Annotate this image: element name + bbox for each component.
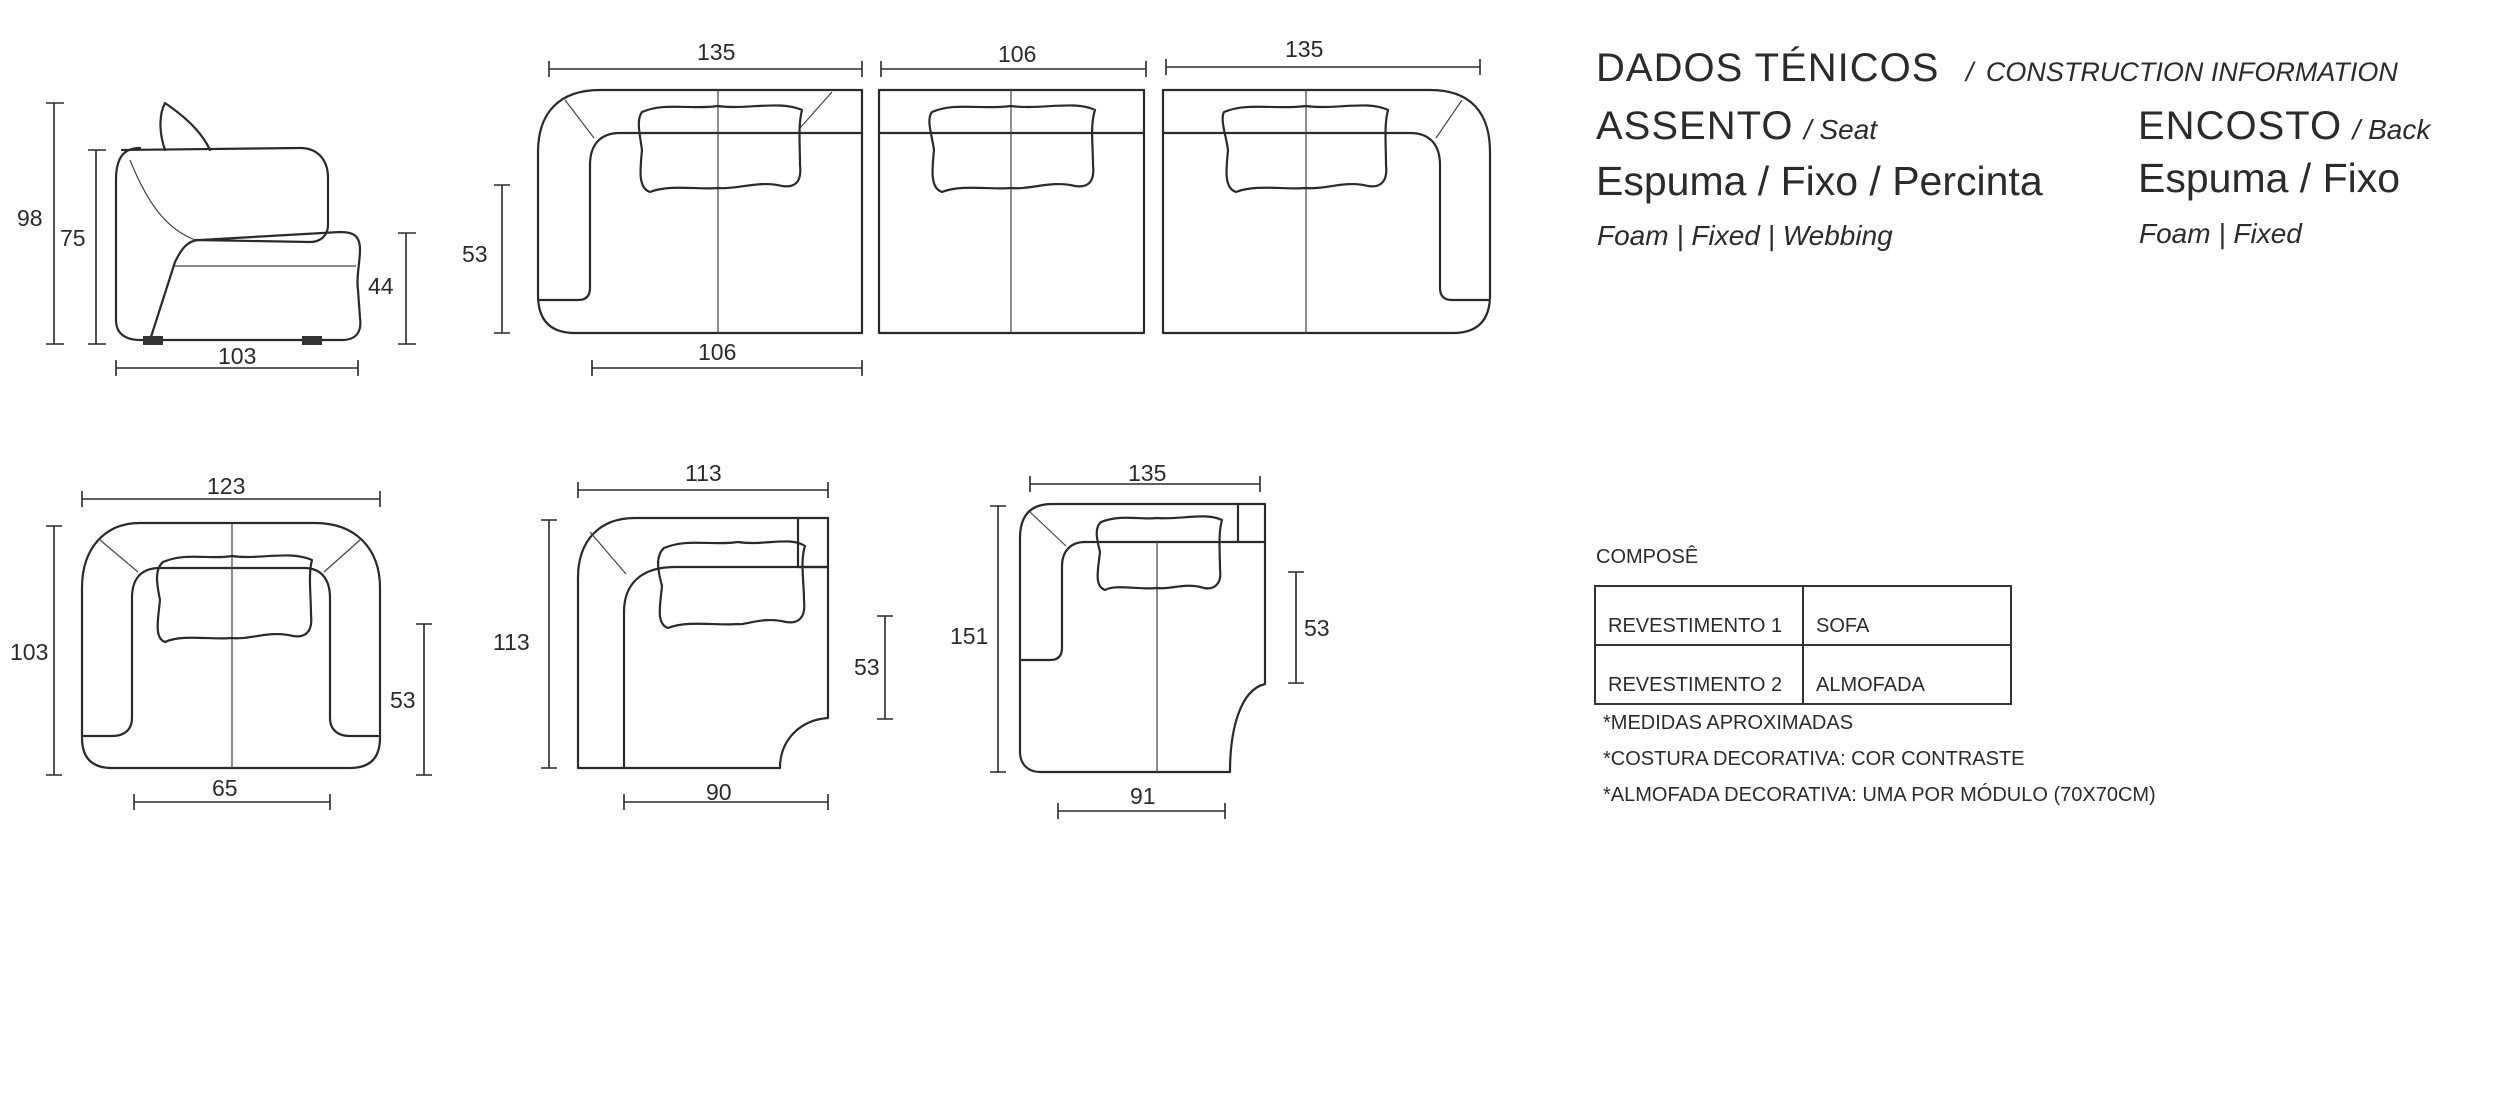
dim-corner-depth: 113 <box>493 629 530 655</box>
note-measurements: *MEDIDAS APROXIMADAS <box>1603 712 1854 734</box>
back-label: ENCOSTO <box>2138 104 2343 148</box>
tech-title: DADOS TÉNICOS <box>1596 46 1940 90</box>
chaise-pillow <box>1095 515 1224 592</box>
composition-title: COMPOSÊ <box>1596 546 1699 568</box>
dim-corner-seat-width: 90 <box>706 779 732 805</box>
sofa-pillow-left <box>637 104 804 194</box>
tech-header: DADOS TÉNICOS / CONSTRUCTION INFORMATION <box>1596 46 2398 91</box>
back-materials: Espuma / Fixo <box>2138 155 2401 201</box>
dim-side-back-height: 75 <box>60 225 86 251</box>
tech-subtitle: CONSTRUCTION INFORMATION <box>1985 57 2398 87</box>
composition-name-2: REVESTIMENTO 2 <box>1594 644 1804 705</box>
dim-armchair-seat-depth: 53 <box>390 687 416 713</box>
seat-label-en: / Seat <box>1803 114 1878 145</box>
dim-sofa-seat-depth: 53 <box>462 241 488 267</box>
side-back-cushion <box>120 146 330 244</box>
sofa-right-module <box>1161 88 1492 335</box>
corner-outline <box>576 516 830 770</box>
note-cushion: *ALMOFADA DECORATIVA: UMA POR MÓDULO (70… <box>1603 784 2156 806</box>
side-view: 98 75 44 103 <box>17 101 416 376</box>
back-section: ENCOSTO / Back <box>2138 104 2430 149</box>
dim-sofa-seat-width: 106 <box>698 339 736 365</box>
table-row: REVESTIMENTO 2 ALMOFADA <box>1594 644 2012 705</box>
sofa-3-modules: 135 106 135 53 106 <box>462 36 1492 376</box>
composition-name-1: REVESTIMENTO 1 <box>1594 585 1804 646</box>
dim-sofa-left-width: 135 <box>697 39 735 65</box>
dim-chaise-seat-depth: 53 <box>1304 615 1330 641</box>
dim-corner-seat-depth: 53 <box>854 654 880 680</box>
armchair-pillow <box>155 554 314 644</box>
dim-side-seat-height: 44 <box>368 273 394 299</box>
corner-module: 113 113 53 90 <box>493 460 893 810</box>
side-foot-back <box>302 336 322 345</box>
dim-sofa-right-width: 135 <box>1285 36 1323 62</box>
back-label-en: / Back <box>2352 114 2431 145</box>
seat-materials-en: Foam | Fixed | Webbing <box>1597 220 1893 251</box>
dim-side-total-height: 98 <box>17 205 43 231</box>
seat-label: ASSENTO <box>1596 104 1794 148</box>
chaise-module: 135 151 53 91 <box>950 460 1330 819</box>
dim-armchair-seat-width: 65 <box>212 775 238 801</box>
corner-pillow <box>657 540 807 630</box>
dim-armchair-width: 123 <box>207 473 245 499</box>
sofa-pillow-right <box>1221 104 1390 194</box>
composition-value-2: ALMOFADA <box>1802 644 2012 705</box>
table-row: REVESTIMENTO 1 SOFA <box>1594 585 2012 646</box>
side-foot-front <box>143 336 163 345</box>
composition-table: REVESTIMENTO 1 SOFA REVESTIMENTO 2 ALMOF… <box>1594 585 2012 705</box>
tech-title-separator: / <box>1965 57 1974 87</box>
armchair-outline <box>80 521 382 770</box>
chaise-outline <box>1018 502 1267 774</box>
side-body <box>114 146 362 342</box>
dim-side-depth: 103 <box>218 343 256 369</box>
armchair: 123 103 53 65 <box>10 473 432 810</box>
dim-armchair-depth: 103 <box>10 639 48 665</box>
dim-sofa-middle-width: 106 <box>998 41 1036 67</box>
back-materials-en: Foam | Fixed <box>2139 218 2302 249</box>
seat-materials: Espuma / Fixo / Percinta <box>1596 158 2043 204</box>
seat-section: ASSENTO / Seat <box>1596 104 1877 149</box>
sofa-pillow-middle <box>928 104 1097 194</box>
composition-value-1: SOFA <box>1802 585 2012 646</box>
note-stitching: *COSTURA DECORATIVA: COR CONTRASTE <box>1603 748 2025 770</box>
dim-chaise-width: 135 <box>1128 460 1166 486</box>
side-pillow <box>159 101 212 152</box>
sofa-left-module <box>536 88 864 335</box>
dim-chaise-depth: 151 <box>950 623 988 649</box>
dim-corner-width: 113 <box>685 460 722 486</box>
dim-chaise-seat-width: 91 <box>1130 783 1156 809</box>
